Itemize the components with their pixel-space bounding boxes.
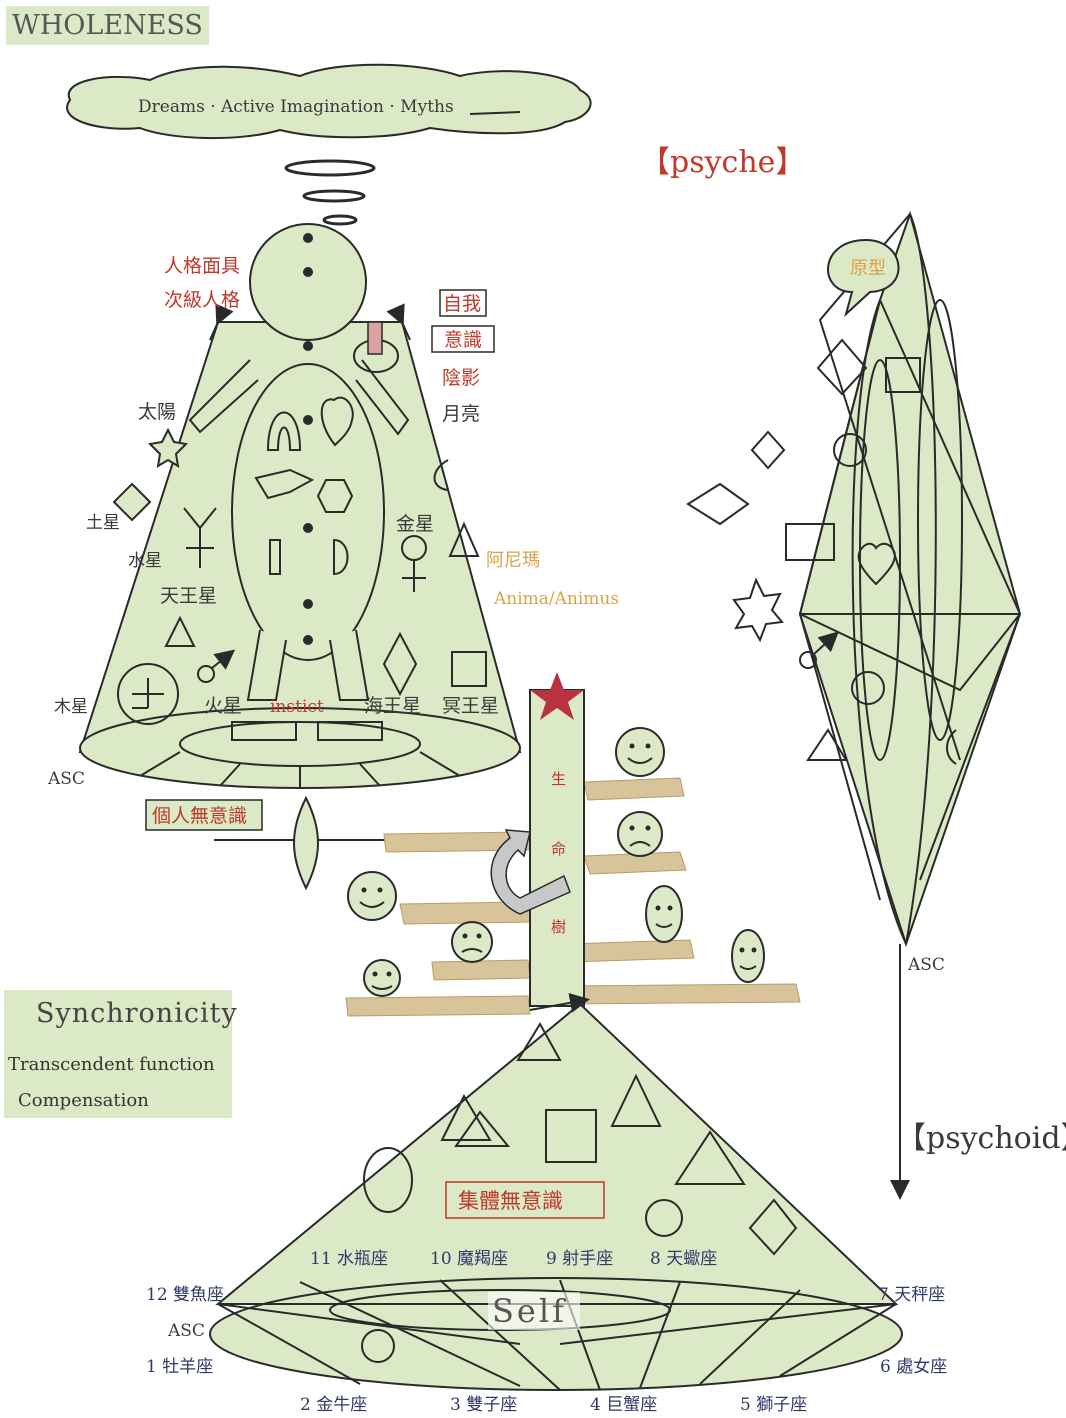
sign-1: 1 牡羊座	[146, 1357, 213, 1377]
dream-cloud: Dreams · Active Imagination · Myths	[67, 65, 591, 138]
secondary-personality-label: 次級人格	[164, 289, 240, 311]
archetype-crystal	[688, 214, 1020, 944]
mars-label: 火星	[204, 695, 242, 717]
transcendent-function-label: Transcendent function	[8, 1054, 215, 1075]
cloud-text: Dreams · Active Imagination · Myths	[138, 97, 454, 117]
thought-ellipses	[286, 161, 374, 224]
left-asc-label: ASC	[47, 769, 85, 789]
sign-8: 8 天蠍座	[650, 1249, 717, 1269]
life-tree-char-1: 生	[551, 770, 566, 788]
self-label: Self	[492, 1292, 567, 1330]
sign-3: 3 雙子座	[450, 1395, 517, 1415]
venus-label: 金星	[396, 513, 434, 535]
psyche-label: 【psyche】	[640, 145, 805, 180]
ego-label: 自我	[443, 293, 481, 315]
moon-label: 月亮	[442, 403, 480, 425]
instinct-label: instict	[270, 697, 324, 717]
sign-5: 5 獅子座	[740, 1395, 807, 1415]
sign-6: 6 處女座	[880, 1357, 947, 1377]
personal-unconscious-label: 個人無意識	[152, 805, 247, 827]
neptune-label: 海王星	[364, 695, 421, 717]
uranus-label: 天王星	[160, 585, 217, 607]
sign-7: 7 天秤座	[878, 1285, 945, 1305]
pluto-label: 冥王星	[442, 695, 499, 717]
saturn-label: 土星	[86, 513, 120, 533]
collective-pyramid: 集體無意識 Self 11 水瓶座 10 魔羯座 9 射手座 8 天蠍座 12 …	[146, 1000, 947, 1415]
jupiter-label: 木星	[54, 697, 88, 717]
right-asc-label: ASC	[907, 955, 945, 975]
sign-10: 10 魔羯座	[430, 1249, 508, 1269]
anima-label: Anima/Animus	[493, 589, 619, 609]
sign-12: 12 雙魚座	[146, 1285, 224, 1305]
synchronicity-box: Synchronicity Transcendent function Comp…	[4, 990, 232, 1118]
sun-label: 太陽	[138, 401, 176, 423]
collective-unconscious-label: 集體無意識	[458, 1189, 563, 1213]
compensation-label: Compensation	[18, 1090, 149, 1111]
persona-label: 人格面具	[164, 255, 240, 277]
consciousness-label: 意識	[444, 329, 482, 351]
anima-zh-label: 阿尼瑪	[486, 550, 540, 571]
collective-asc-label: ASC	[167, 1321, 205, 1341]
archetype-label: 原型	[850, 258, 886, 279]
mercury-label: 水星	[128, 551, 162, 571]
sign-2: 2 金牛座	[300, 1395, 367, 1415]
psychoid-label: 【psychoid】	[896, 1121, 1066, 1156]
life-tree-char-2: 命	[551, 840, 566, 858]
synchronicity-title: Synchronicity	[36, 998, 238, 1029]
sign-11: 11 水瓶座	[310, 1249, 388, 1269]
sign-4: 4 巨蟹座	[590, 1395, 657, 1415]
sign-9: 9 射手座	[546, 1249, 613, 1269]
life-tree-char-3: 樹	[551, 918, 566, 936]
shadow-label: 陰影	[442, 367, 480, 389]
